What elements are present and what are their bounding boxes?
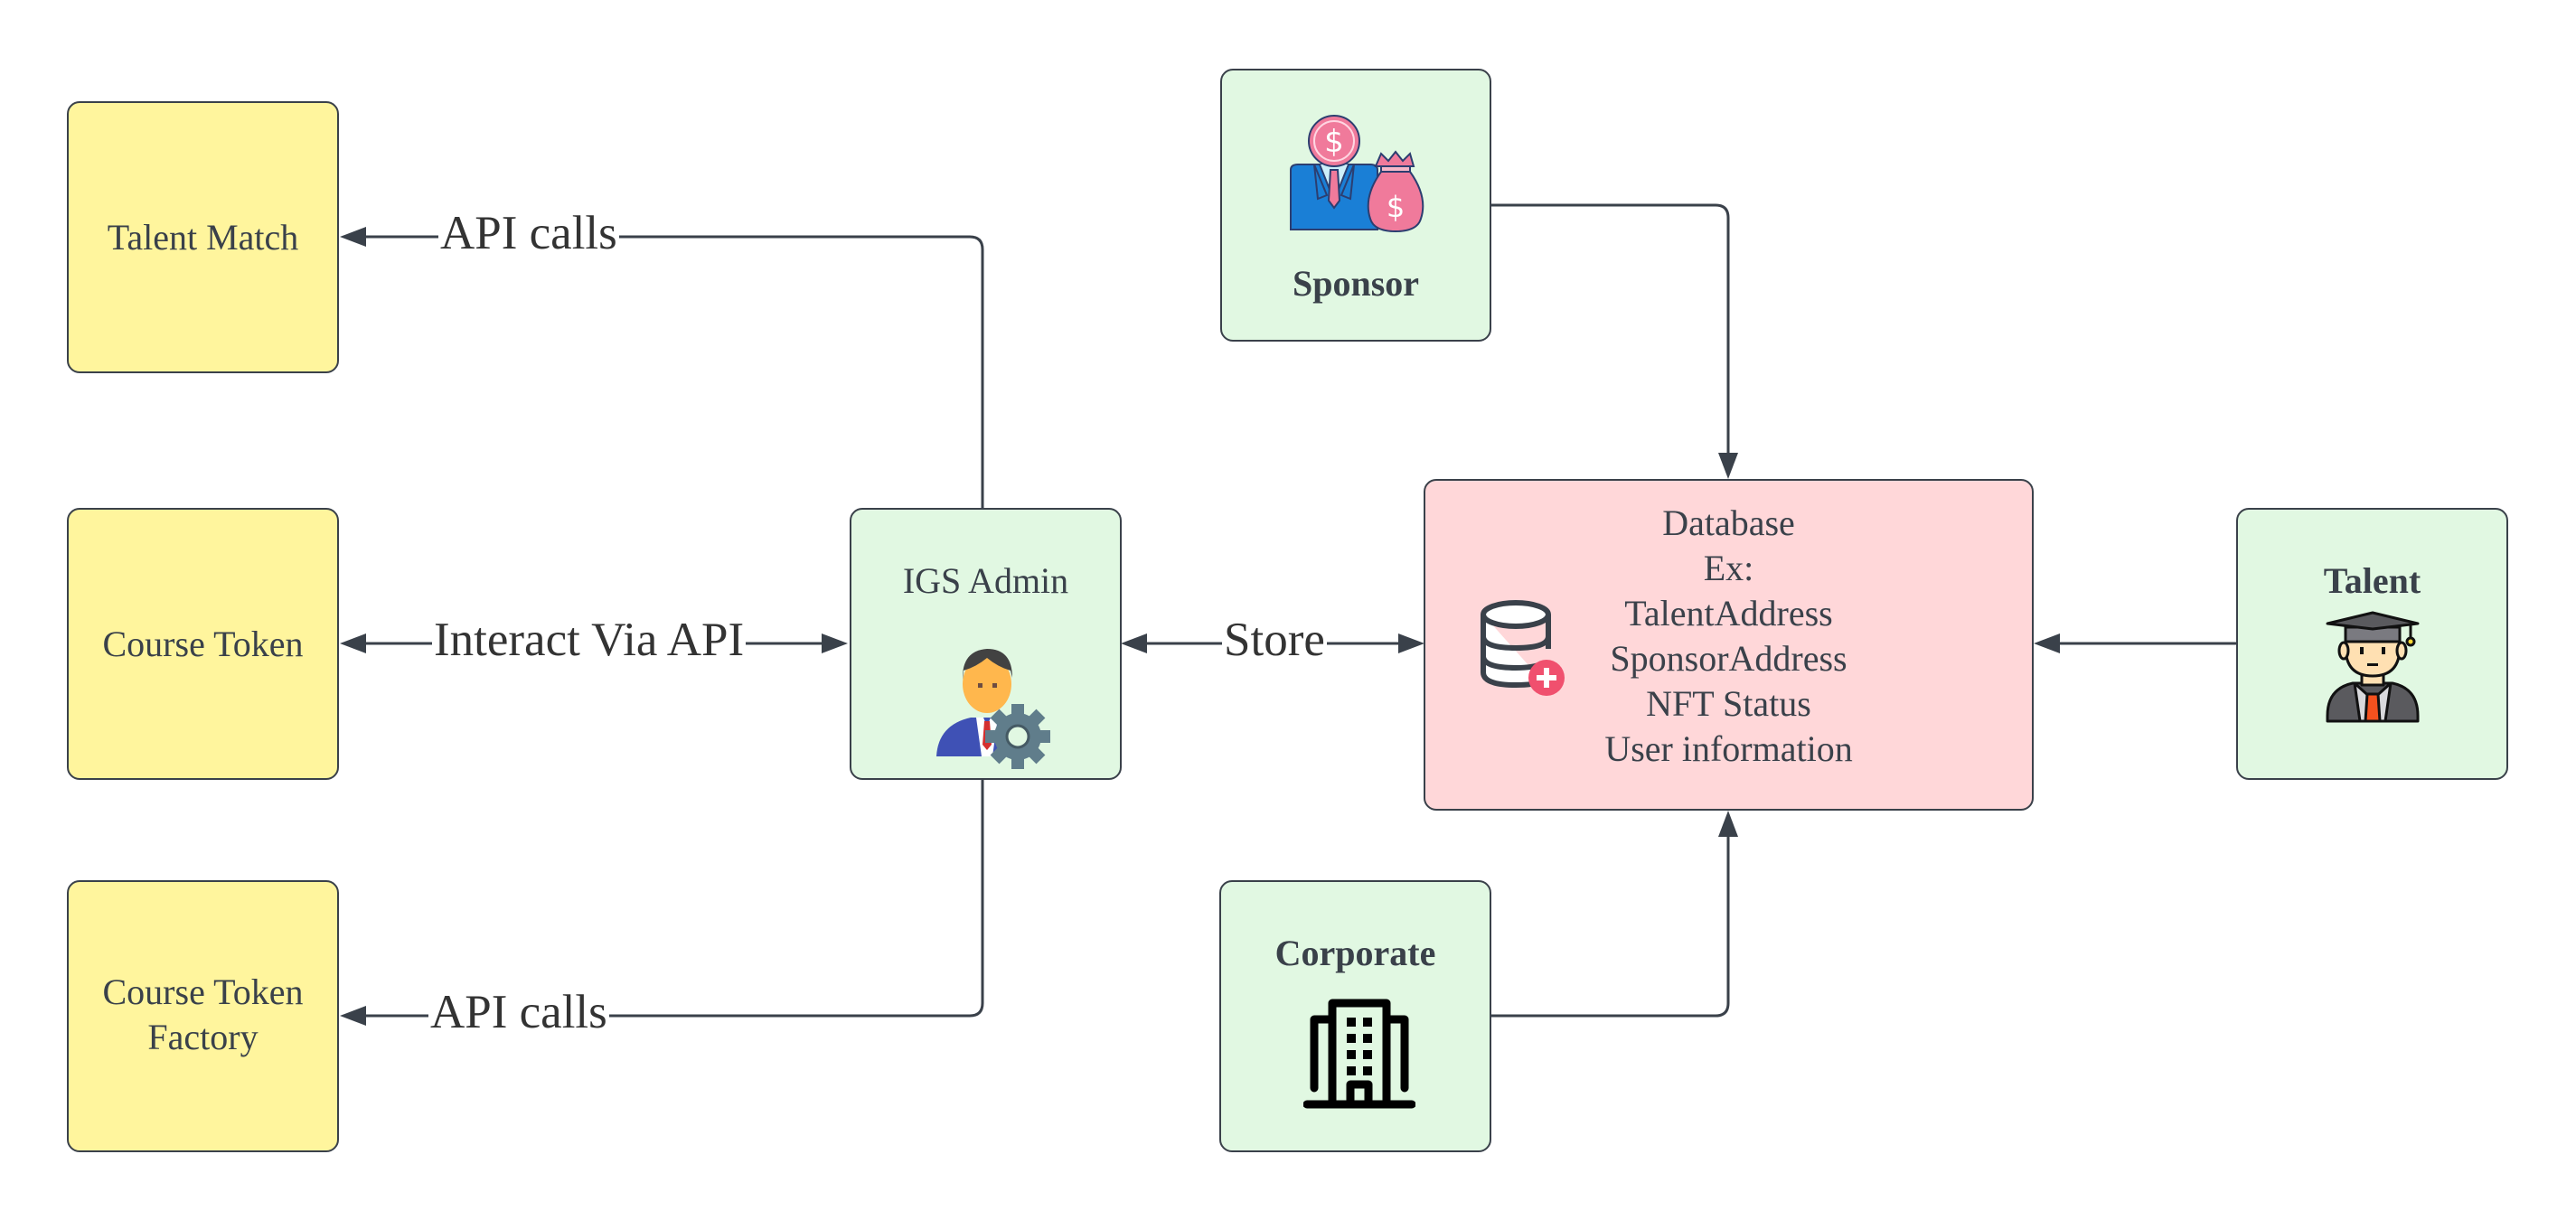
database-line: Database <box>1662 502 1795 543</box>
node-label: IGS Admin <box>902 560 1069 601</box>
arrowhead-database-top <box>1718 453 1738 479</box>
database-line: Ex: <box>1703 548 1754 588</box>
edge-label-interact-via-api: Interact Via API <box>432 613 747 667</box>
building-icon <box>1303 999 1415 1109</box>
node-label: Course Token <box>102 624 304 664</box>
node-label-line-2: Factory <box>147 1017 259 1057</box>
edge-sponsor-to-database <box>1490 203 1730 456</box>
edge-igs-to-course-token-factory <box>362 779 984 1018</box>
node-corporate[interactable]: Corporate <box>1219 880 1491 1152</box>
node-talent-match[interactable]: Talent Match <box>67 101 339 373</box>
arrowhead-course-token-factory <box>340 1006 366 1026</box>
node-label-line-1: Course Token <box>102 971 304 1012</box>
edge-corporate-to-database <box>1490 833 1730 1018</box>
database-line: User information <box>1604 728 1853 769</box>
arrowhead-igs-right <box>1121 633 1147 653</box>
database-line: NFT Status <box>1646 683 1811 724</box>
edge-label-store: Store <box>1222 613 1327 667</box>
admin-gear-icon <box>936 649 1050 769</box>
node-label: Sponsor <box>1292 263 1420 304</box>
node-course-token[interactable]: Course Token <box>67 508 339 780</box>
node-label: Talent Match <box>107 217 299 258</box>
arrowhead-database-bottom <box>1718 811 1738 837</box>
arrowhead-igs-left <box>822 633 848 653</box>
node-sponsor[interactable]: $ $ Sponsor <box>1220 69 1491 342</box>
edge-label-api-calls-top: API calls <box>438 206 619 260</box>
svg-text:$: $ <box>1324 124 1344 160</box>
arrowhead-talent-match <box>340 227 366 247</box>
node-course-token-factory[interactable]: Course Token Factory <box>67 880 339 1152</box>
node-label: Corporate <box>1274 933 1436 973</box>
edge-label-api-calls-bottom: API calls <box>428 985 609 1039</box>
arrowhead-database-right <box>2034 633 2060 653</box>
node-database[interactable]: Database Ex: TalentAddress SponsorAddres… <box>1424 479 2034 811</box>
database-add-icon <box>1481 600 1565 696</box>
sponsor-money-icon: $ $ <box>1290 115 1424 233</box>
database-line: SponsorAddress <box>1610 638 1847 679</box>
database-text: Database Ex: TalentAddress SponsorAddres… <box>1425 501 2032 772</box>
arrowhead-course-token <box>340 633 366 653</box>
node-talent[interactable]: Talent <box>2236 508 2508 780</box>
node-igs-admin[interactable]: IGS Admin <box>850 508 1122 780</box>
node-label: Talent <box>2323 560 2421 601</box>
svg-text:$: $ <box>1387 190 1405 224</box>
database-line: TalentAddress <box>1624 593 1833 633</box>
graduate-icon <box>2326 611 2420 723</box>
edge-igs-to-talent-match <box>362 235 984 508</box>
arrowhead-database-left <box>1398 633 1424 653</box>
